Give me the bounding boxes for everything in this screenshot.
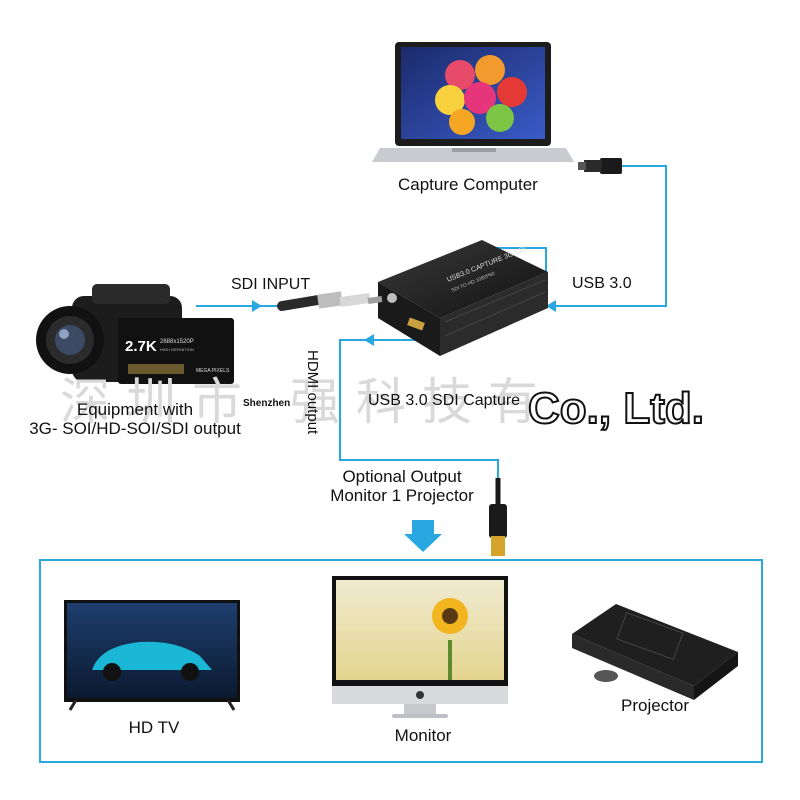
hdmi-output-label: HDMI output bbox=[304, 350, 321, 435]
bnc-port bbox=[387, 293, 397, 303]
laptop-icon bbox=[372, 42, 574, 162]
hd-tv-label: HD TV bbox=[128, 718, 180, 737]
projector-label: Projector bbox=[620, 696, 690, 715]
watermark-en: Co., Ltd. bbox=[527, 383, 705, 434]
usb-line bbox=[550, 165, 667, 307]
usb-sdi-capture-label: USB 3.0 SDI Capture bbox=[368, 392, 521, 409]
hdmi-arrow bbox=[364, 334, 374, 346]
camera-hd-text: HIGH DEFINITION bbox=[160, 347, 194, 352]
sdi-input-label: SDI INPUT bbox=[231, 276, 311, 293]
equipment-line2: 3G- SOI/HD-SOI/SDI output bbox=[29, 419, 241, 438]
usb-arrow bbox=[546, 300, 556, 312]
capture-computer-label: Capture Computer bbox=[398, 175, 538, 194]
capture-device-icon: USB3.0 CAPTURE 3G-SDI SDI TO HD 1080P60 bbox=[378, 240, 548, 356]
sdi-arrow bbox=[252, 300, 262, 312]
down-arrow bbox=[404, 520, 442, 552]
tv-icon bbox=[64, 600, 240, 711]
optional-output-line2: Monitor 1 Projector bbox=[330, 486, 474, 505]
monitor-label: Monitor bbox=[394, 726, 452, 745]
arrows bbox=[252, 300, 556, 552]
camera-res-text: 2688x1520P bbox=[160, 339, 194, 345]
bnc-cable-icon bbox=[277, 291, 383, 311]
monitor-icon bbox=[332, 576, 508, 718]
equipment-line1: Equipment with bbox=[76, 400, 194, 419]
usb-plug-icon bbox=[578, 158, 622, 174]
projector-icon bbox=[572, 604, 738, 700]
usb-label: USB 3.0 bbox=[572, 275, 632, 292]
camcorder-icon: 2.7K 2688x1520P HIGH DEFINITION MEGA PIX… bbox=[36, 284, 234, 384]
watermark-small: Shenzhen bbox=[243, 398, 291, 409]
output-frame bbox=[39, 559, 763, 763]
camera-res-badge: 2.7K bbox=[125, 338, 157, 355]
hdmi-cable-icon bbox=[489, 478, 507, 556]
camera-brand: MEGA PIXELS bbox=[196, 368, 230, 374]
hdmi-port bbox=[407, 317, 425, 331]
watermark-cn: 深圳市 强科技有 bbox=[60, 373, 554, 431]
optional-output-line1: Optional Output bbox=[342, 467, 462, 486]
